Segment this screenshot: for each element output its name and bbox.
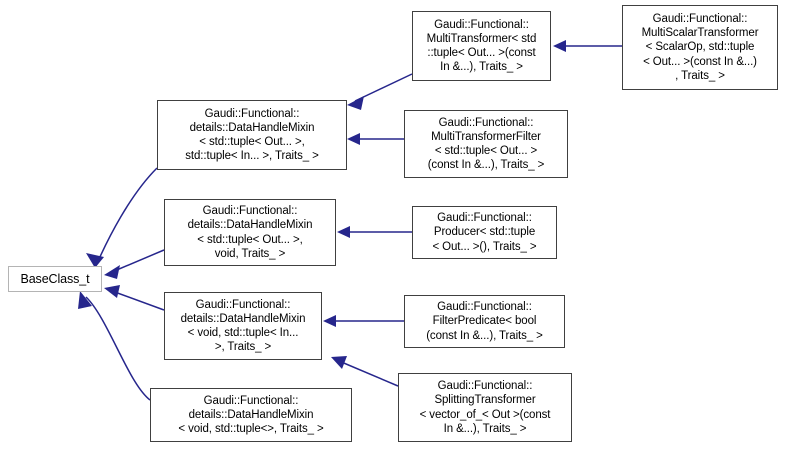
edge-mixin-void-in-to-base <box>104 285 165 311</box>
edge-multi-transformer-filter-to-mixin <box>347 133 404 145</box>
node-label: Gaudi::Functional:: details::DataHandleM… <box>187 205 313 260</box>
node-label: Gaudi::Functional:: MultiScalarTransform… <box>641 12 759 82</box>
node-label: Gaudi::Functional:: details::DataHandleM… <box>180 298 306 354</box>
edge-multi-scalar-to-multi-transformer <box>553 40 622 52</box>
edge-splitting-transformer-to-mixin-void-in <box>331 356 399 387</box>
node-multitransformerfilter[interactable]: Gaudi::Functional:: MultiTransformerFilt… <box>404 110 568 178</box>
node-label: Gaudi::Functional:: details::DataHandleM… <box>185 107 319 163</box>
node-multiscalartransformer[interactable]: Gaudi::Functional:: MultiScalarTransform… <box>622 5 778 90</box>
node-datahandlemixin-void-in[interactable]: Gaudi::Functional:: details::DataHandleM… <box>164 292 322 360</box>
node-multitransformer[interactable]: Gaudi::Functional:: MultiTransformer< st… <box>412 11 551 81</box>
edge-mixin-void-empty-to-base <box>78 291 151 401</box>
node-datahandlemixin-out-in[interactable]: Gaudi::Functional:: details::DataHandleM… <box>157 100 347 170</box>
node-splittingtransformer[interactable]: Gaudi::Functional:: SplittingTransformer… <box>398 373 572 442</box>
node-datahandlemixin-void-empty-tuple[interactable]: Gaudi::Functional:: details::DataHandleM… <box>150 388 352 442</box>
node-label: Gaudi::Functional:: Producer< std::tuple… <box>432 212 537 253</box>
node-label: Gaudi::Functional:: MultiTransformer< st… <box>426 18 537 74</box>
edge-filter-predicate-to-mixin-void-in <box>323 315 404 327</box>
node-filterpredicate[interactable]: Gaudi::Functional:: FilterPredicate< boo… <box>404 295 565 348</box>
node-datahandlemixin-out-void[interactable]: Gaudi::Functional:: details::DataHandleM… <box>164 199 336 266</box>
node-label: Gaudi::Functional:: details::DataHandleM… <box>178 394 324 436</box>
node-label: Gaudi::Functional:: SplittingTransformer… <box>419 380 551 435</box>
edge-producer-to-mixin-out-void <box>337 226 412 238</box>
edge-mixin-out-in-to-base <box>86 167 158 269</box>
node-producer[interactable]: Gaudi::Functional:: Producer< std::tuple… <box>412 206 557 259</box>
node-label: Gaudi::Functional:: FilterPredicate< boo… <box>426 301 543 342</box>
node-label: BaseClass_t <box>20 271 90 286</box>
node-label: Gaudi::Functional:: MultiTransformerFilt… <box>427 116 545 172</box>
edge-mixin-out-void-to-base <box>104 249 165 279</box>
edge-multi-transformer-to-mixin <box>347 73 413 110</box>
node-base-class-t[interactable]: BaseClass_t <box>8 266 102 292</box>
